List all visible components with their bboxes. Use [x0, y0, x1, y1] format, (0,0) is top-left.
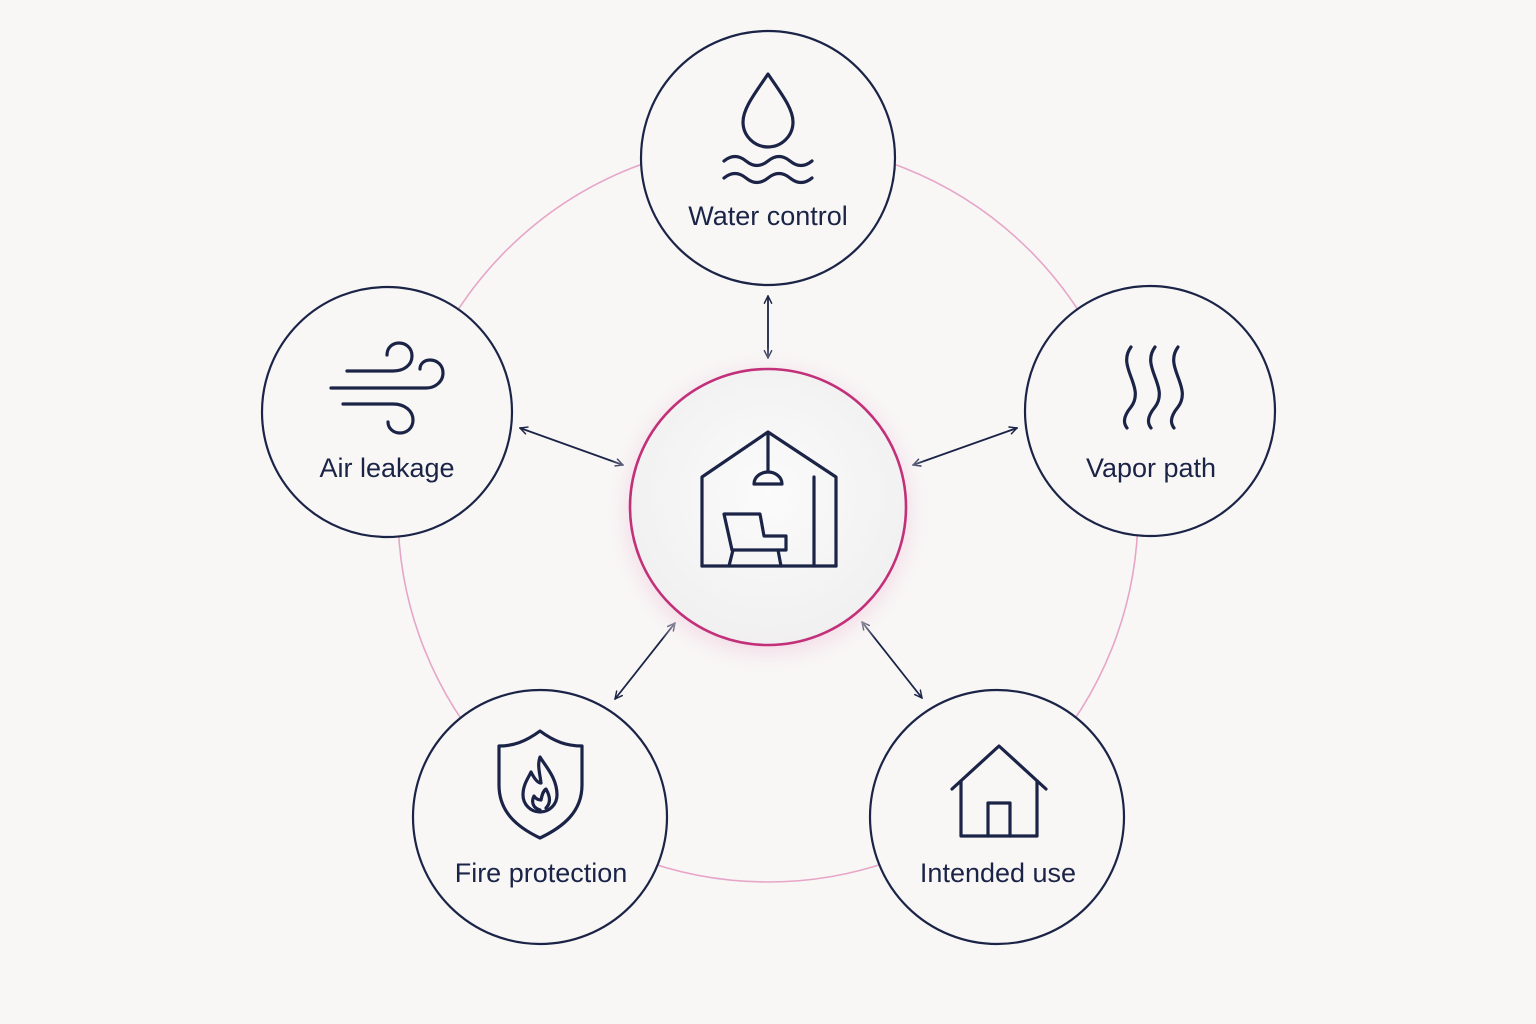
node-water-control: Water control: [639, 29, 897, 287]
center-ring: [628, 367, 908, 647]
node-air-leakage-label: Air leakage: [319, 453, 454, 483]
building-interior-icon: [700, 430, 838, 568]
node-fire-protection: Fire protection: [411, 688, 669, 946]
node-intended-use-label: Intended use: [920, 858, 1076, 888]
shield-flame-icon: [497, 729, 584, 840]
node-vapor-path-ring: [1023, 284, 1277, 538]
node-intended-use-ring: [868, 688, 1126, 946]
node-air-leakage: Air leakage: [260, 285, 514, 539]
node-fire-protection-label: Fire protection: [455, 858, 628, 888]
node-water-control-label: Water control: [688, 201, 848, 231]
center-node: [602, 346, 934, 678]
arrow-vapor-path: [912, 426, 1018, 467]
water-drop-waves-icon: [722, 72, 814, 185]
node-vapor-path: Vapor path: [1023, 284, 1277, 538]
wind-icon: [329, 341, 445, 435]
vapor-waves-icon: [1122, 345, 1184, 430]
node-water-control-ring: [639, 29, 897, 287]
node-fire-protection-ring: [411, 688, 669, 946]
node-vapor-path-label: Vapor path: [1086, 453, 1216, 483]
node-intended-use: Intended use: [868, 688, 1126, 946]
arrow-air-leakage: [519, 426, 624, 467]
house-icon: [950, 744, 1048, 838]
node-air-leakage-ring: [260, 285, 514, 539]
